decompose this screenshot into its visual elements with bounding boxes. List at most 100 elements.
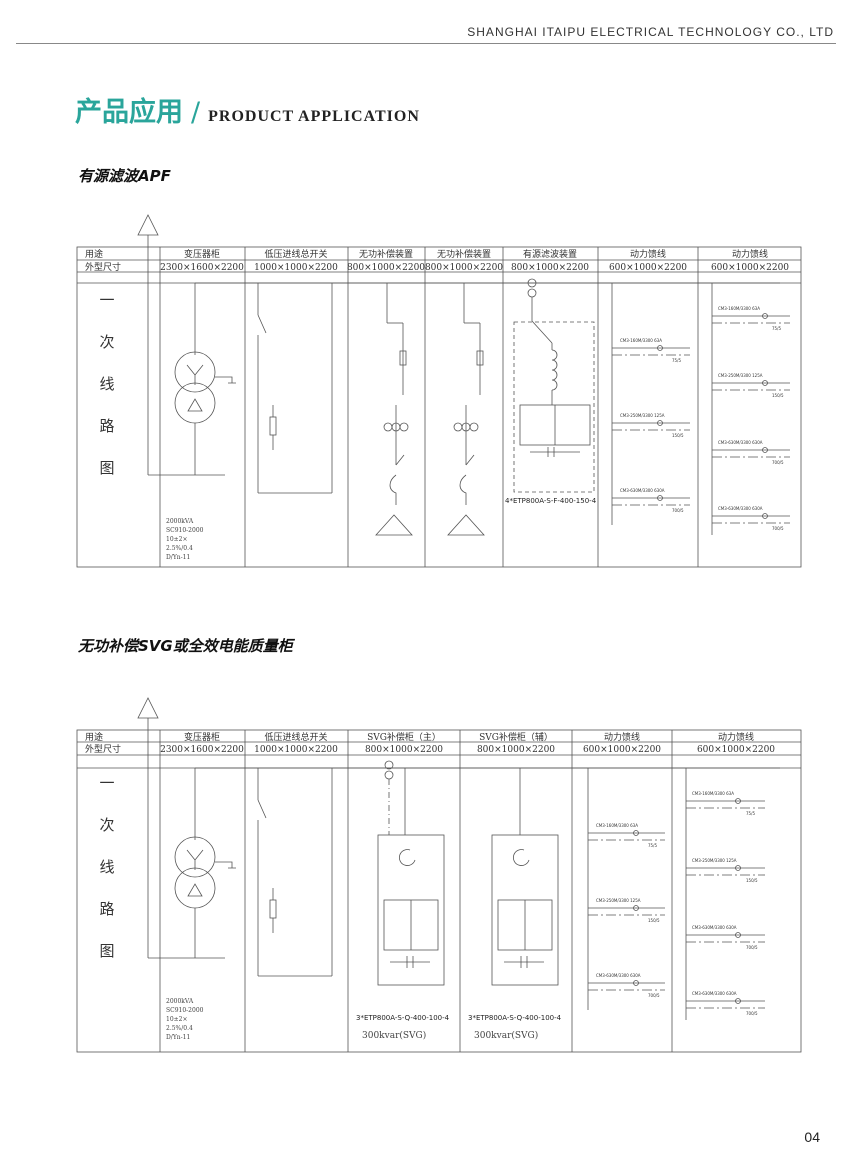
capacitor-bank-2 [447, 283, 485, 536]
vertical-label-char: 线 [99, 858, 114, 876]
transformer-spec: SC910-2000 [166, 527, 204, 534]
company-name: SHANGHAI ITAIPU ELECTRICAL TECHNOLOGY CO… [467, 25, 834, 39]
vertical-label-char: 图 [99, 942, 114, 960]
ct-icon [269, 899, 277, 919]
row-label-size: 外型尺寸 [85, 743, 121, 755]
section-title-apf: 有源滤波APF [78, 167, 171, 185]
source-arrow-icon [137, 214, 159, 236]
transformer-spec: D/Yn-11 [166, 554, 190, 561]
transformer-spec: D/Yn-11 [166, 1034, 190, 1041]
feeder-label: CM3-250M/3300 125A [692, 858, 737, 863]
transformer-spec: 2.5%/0.4 [166, 1025, 193, 1032]
ct-label: 700/5 [746, 945, 758, 950]
transformer-spec: 2000kVA [166, 998, 194, 1005]
vertical-label-char: 线 [99, 375, 114, 393]
col-name: 低压进线总开关 [264, 248, 327, 260]
transformer-spec: 2000kVA [166, 518, 194, 525]
ct-label: 700/5 [648, 993, 660, 998]
col-name: SVG补偿柜（辅） [479, 731, 553, 743]
transformer-winding-icon [174, 351, 216, 393]
feeder-label: CM3-630M/3300 630A [718, 440, 763, 445]
feeder-group-b [685, 768, 765, 1020]
svg-main-capacity: 300kvar(SVG) [362, 1030, 426, 1041]
feeder-label: CM3-160M/3300 63A [692, 791, 734, 796]
col-name: 变压器柜 [184, 248, 220, 260]
col-size: 800×1000×2200 [425, 263, 503, 273]
feeder-group-a [611, 283, 690, 525]
feeder-label: CM3-250M/3300 125A [718, 373, 763, 378]
feeder-label: CM3-630M/3300 630A [596, 973, 641, 978]
apf-model-label: 4*ETP800A-S-F-400-150-4 [505, 497, 597, 505]
feeder-label: CM3-630M/3300 630A [620, 488, 665, 493]
ct-label: 150/5 [772, 393, 784, 398]
col-size: 800×1000×2200 [365, 745, 443, 755]
ct-label: 75/5 [772, 326, 781, 331]
col-name: 低压进线总开关 [264, 731, 327, 743]
transformer-spec: 10±2× [166, 536, 188, 543]
feeder-label: CM3-160M/3300 63A [718, 306, 760, 311]
header-divider [16, 43, 836, 44]
feeder-label: CM3-160M/3300 63A [620, 338, 662, 343]
vertical-label-char: 一 [99, 774, 114, 792]
ct-label: 150/5 [746, 878, 758, 883]
feeder-label: CM3-160M/3300 63A [596, 823, 638, 828]
vertical-label-char: 路 [99, 900, 114, 918]
col-size: 1000×1000×2200 [254, 745, 338, 755]
transformer-spec: 10±2× [166, 1016, 188, 1023]
ct-icon [269, 416, 277, 436]
transformer-spec: 2.5%/0.4 [166, 545, 193, 552]
row-label-size: 外型尺寸 [85, 261, 121, 273]
svg-aux-model-label: 3*ETP800A-S-Q-400-100-4 [468, 1014, 562, 1022]
col-name: 无功补偿装置 [437, 248, 491, 260]
source-arrow-icon [137, 697, 159, 719]
feeder-label: CM3-250M/3300 125A [596, 898, 641, 903]
col-size: 2300×1600×2200 [160, 745, 244, 755]
ct-label: 700/5 [772, 526, 784, 531]
col-size: 800×1000×2200 [477, 745, 555, 755]
svg-unit-main [377, 760, 445, 986]
col-name: 有源滤波装置 [523, 248, 577, 260]
page-number: 04 [804, 1129, 820, 1145]
vertical-label-char: 次 [99, 816, 114, 834]
col-size: 600×1000×2200 [583, 745, 661, 755]
ct-label: 700/5 [672, 508, 684, 513]
transformer-winding-icon [174, 867, 216, 909]
ct-label: 75/5 [746, 811, 755, 816]
col-name: 无功补偿装置 [359, 248, 413, 260]
ct-label: 150/5 [648, 918, 660, 923]
col-name: 变压器柜 [184, 731, 220, 743]
svg-diagram: 用途 外型尺寸 变压器柜 2300×1600×2200 低压进线总开关 1000… [76, 697, 802, 1053]
row-label-usage: 用途 [85, 248, 103, 260]
vertical-label-char: 路 [99, 417, 114, 435]
title-chinese: 产品应用 [75, 97, 183, 128]
col-name: 动力馈线 [630, 248, 666, 260]
ct-label: 75/5 [672, 358, 681, 363]
col-size: 600×1000×2200 [609, 263, 687, 273]
capacitor-bank-1 [375, 283, 413, 536]
ct-label: 75/5 [648, 843, 657, 848]
feeder-label: CM3-630M/3300 630A [692, 925, 737, 930]
svg-aux-capacity: 300kvar(SVG) [474, 1030, 538, 1041]
ct-label: 700/5 [746, 1011, 758, 1016]
col-size: 600×1000×2200 [711, 263, 789, 273]
col-size: 2300×1600×2200 [160, 263, 244, 273]
col-name: 动力馈线 [604, 731, 640, 743]
transformer-winding-icon [174, 382, 216, 424]
svg-unit-aux [491, 768, 559, 986]
ct-label: 700/5 [772, 460, 784, 465]
apf-diagram: 用途 外型尺寸 变压器柜 2300×1600×2200 低压进线总开关 1000… [76, 214, 802, 568]
page-title: 产品应用 / PRODUCT APPLICATION [75, 90, 420, 129]
ct-label: 150/5 [672, 433, 684, 438]
feeder-label: CM3-630M/3300 630A [718, 506, 763, 511]
title-slash: / [191, 97, 201, 128]
section-title-svg: 无功补偿SVG或全效电能质量柜 [78, 637, 293, 655]
feeder-group-b [711, 283, 790, 535]
col-size: 800×1000×2200 [511, 263, 589, 273]
col-size: 1000×1000×2200 [254, 263, 338, 273]
feeder-label: CM3-250M/3300 125A [620, 413, 665, 418]
feeder-label: CM3-630M/3300 630A [692, 991, 737, 996]
col-name: 动力馈线 [732, 248, 768, 260]
vertical-label-char: 图 [99, 459, 114, 477]
apf-unit [513, 278, 595, 493]
vertical-label-char: 次 [99, 333, 114, 351]
